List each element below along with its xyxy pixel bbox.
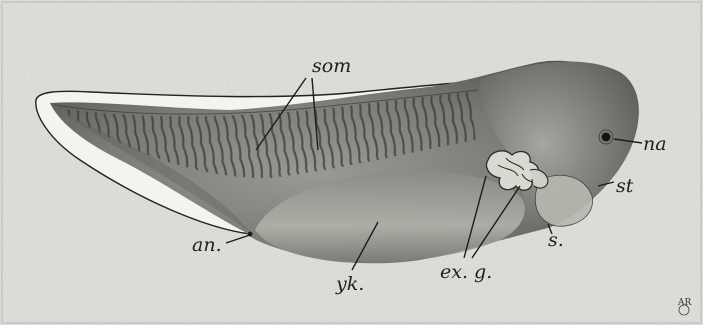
label-yk: yk. — [335, 273, 364, 295]
nasal-pit — [602, 133, 611, 142]
label-som: som — [312, 55, 351, 77]
label-s: s. — [548, 229, 564, 251]
label-st: st — [616, 175, 634, 197]
label-na: na — [643, 133, 667, 155]
label-exg: ex. g. — [440, 261, 492, 283]
monogram-text: AR — [677, 298, 691, 308]
label-an: an. — [192, 234, 222, 256]
